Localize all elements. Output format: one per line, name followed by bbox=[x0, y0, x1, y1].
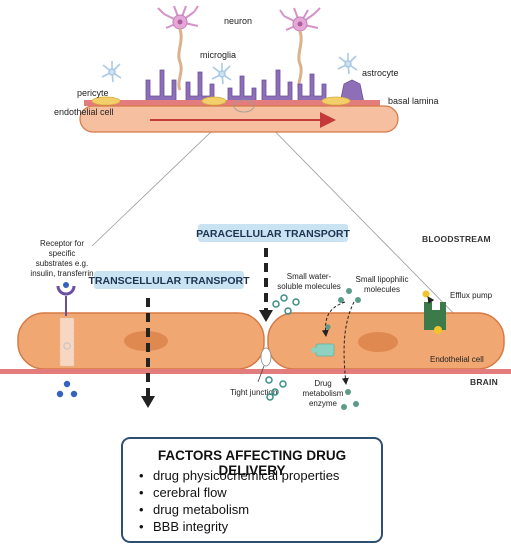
transcellular-transport-title: TRANSCELLULAR TRANSPORT bbox=[89, 275, 251, 287]
microglia-icon bbox=[101, 53, 358, 85]
svg-text:specific: specific bbox=[49, 249, 76, 258]
basal-lamina-band bbox=[84, 100, 380, 106]
zoom-line-right bbox=[251, 107, 471, 331]
receptor-icon bbox=[56, 282, 76, 316]
svg-text:Small water-: Small water- bbox=[287, 272, 332, 281]
factor-item: drug physicochemical properties bbox=[139, 467, 339, 484]
neuron-icon bbox=[279, 7, 321, 91]
vessel-overview: neuron microglia astrocyte pericyte basa… bbox=[54, 5, 471, 331]
tight-junction bbox=[260, 347, 272, 367]
label-pericyte: pericyte bbox=[77, 88, 109, 98]
factor-item: drug metabolism bbox=[139, 501, 339, 518]
factors-box: FACTORS AFFECTING DRUG DELIVERY drug phy… bbox=[121, 437, 383, 543]
neuron-icon bbox=[157, 5, 199, 91]
bbb-detail: BLOODSTREAM PARACELLULAR TRANSPORT TRANS… bbox=[0, 224, 511, 410]
label-microglia: microglia bbox=[200, 50, 236, 60]
svg-text:molecules: molecules bbox=[364, 285, 400, 294]
factor-item: cerebral flow bbox=[139, 484, 339, 501]
factors-list: drug physicochemical properties cerebral… bbox=[139, 467, 339, 535]
factor-item: BBB integrity bbox=[139, 518, 339, 535]
nucleus-left bbox=[124, 331, 168, 351]
paracellular-transport-title: PARACELLULAR TRANSPORT bbox=[196, 228, 350, 240]
label-efflux-pump: Efflux pump bbox=[450, 291, 493, 300]
receptor-label: Receptor for specific substrates e.g. in… bbox=[30, 239, 93, 278]
enzyme-label: Drug metabolism enzyme bbox=[303, 379, 344, 408]
tight-junction-pointer bbox=[257, 365, 265, 383]
efflux-pump-icon bbox=[422, 290, 446, 334]
astrocyte-icon bbox=[145, 69, 365, 104]
lipophilic-path-enzyme bbox=[321, 301, 346, 337]
water-soluble-label: Small water- soluble molecules bbox=[277, 272, 341, 291]
zoom-circle bbox=[233, 99, 255, 113]
paracellular-arrowhead bbox=[259, 310, 273, 322]
label-basal-lamina: basal lamina bbox=[388, 96, 439, 106]
basal-lamina-strip bbox=[0, 369, 511, 374]
lipophilic-path-through bbox=[341, 301, 355, 385]
paracellular-transport-box bbox=[198, 224, 348, 242]
pericyte-icon bbox=[91, 96, 351, 106]
enzyme-icon bbox=[311, 343, 335, 357]
svg-text:soluble molecules: soluble molecules bbox=[277, 282, 341, 291]
vesicle bbox=[63, 342, 71, 350]
svg-text:substrates e.g.: substrates e.g. bbox=[36, 259, 88, 268]
water-soluble-molecules bbox=[265, 294, 300, 401]
svg-text:Small lipophilic: Small lipophilic bbox=[356, 275, 409, 284]
label-brain: BRAIN bbox=[470, 377, 498, 387]
transcytosis-vesicle-track bbox=[59, 317, 75, 367]
nucleus-right bbox=[358, 332, 398, 352]
lipophilic-label: Small lipophilic molecules bbox=[356, 275, 409, 294]
svg-text:enzyme: enzyme bbox=[309, 399, 338, 408]
label-tight-junction: Tight junction bbox=[230, 388, 277, 397]
label-astrocyte: astrocyte bbox=[362, 68, 399, 78]
label-neuron: neuron bbox=[224, 16, 252, 26]
transcellular-transport-box bbox=[94, 271, 244, 289]
lipophilic-molecules bbox=[325, 288, 361, 410]
svg-text:insulin, transferrin: insulin, transferrin bbox=[30, 269, 93, 278]
label-endothelial-cell-detail: Endothelial cell bbox=[430, 355, 484, 364]
label-bloodstream: BLOODSTREAM bbox=[422, 234, 491, 244]
svg-text:Drug: Drug bbox=[314, 379, 331, 388]
transcellular-arrowhead bbox=[141, 396, 155, 408]
receptor-molecules bbox=[56, 380, 78, 398]
label-endothelial-cell-top: endothelial cell bbox=[54, 107, 114, 117]
svg-text:Receptor for: Receptor for bbox=[40, 239, 84, 248]
svg-text:metabolism: metabolism bbox=[303, 389, 344, 398]
